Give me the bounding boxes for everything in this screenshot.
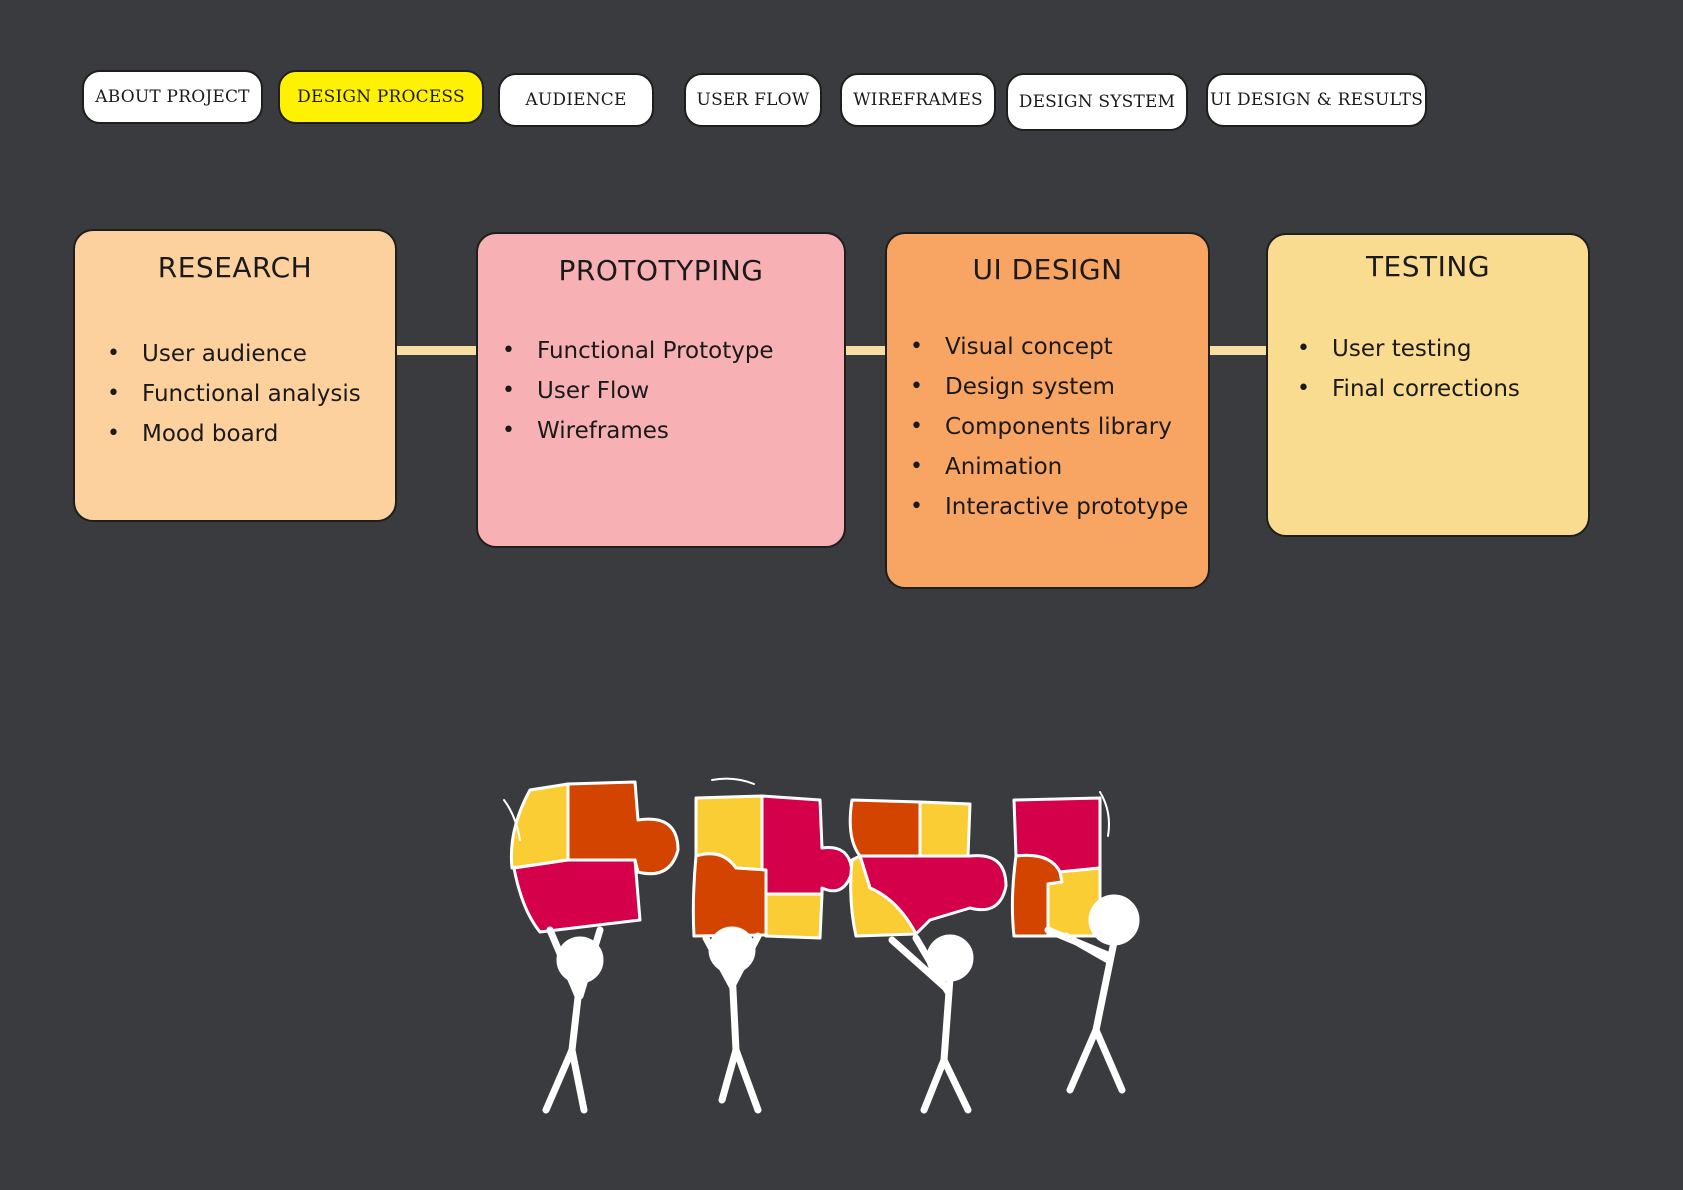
tab-wireframes[interactable]: WIREFRAMES (840, 73, 996, 127)
prototyping-list: Functional Prototype User Flow Wireframe… (502, 331, 774, 451)
testing-title: TESTING (1365, 250, 1491, 283)
tab-design-process[interactable]: DESIGN PROCESS (278, 70, 484, 124)
puzzle-piece-group-2 (691, 794, 854, 940)
list-item: Wireframes (502, 411, 774, 451)
connector-research-prototyping (395, 346, 477, 355)
testing-card: TESTING User testing Final corrections (1266, 233, 1590, 537)
tab-user-flow[interactable]: USER FLOW (684, 73, 822, 127)
list-item: Components library (910, 407, 1188, 447)
puzzle-piece-group-3 (848, 798, 1008, 938)
connector-prototyping-ui-design (845, 346, 888, 355)
research-card: RESEARCH User audience Functional analys… (73, 229, 397, 522)
list-item: Final corrections (1297, 369, 1520, 409)
puzzle-piece-group-1 (509, 780, 680, 934)
research-title: RESEARCH (157, 251, 313, 284)
stick-figures (542, 894, 1140, 1114)
motion-lines (503, 777, 1110, 841)
tab-ui-design-results[interactable]: UI DESIGN & RESULTS (1206, 73, 1427, 127)
list-item: Animation (910, 447, 1188, 487)
tab-design-system[interactable]: DESIGN SYSTEM (1006, 73, 1188, 131)
list-item: Functional analysis (107, 374, 361, 414)
ui-design-card: UI DESIGN Visual concept Design system C… (885, 232, 1210, 589)
list-item: Functional Prototype (502, 331, 774, 371)
list-item: User Flow (502, 371, 774, 411)
puzzle-team-illustration (503, 777, 1140, 1114)
prototyping-title: PROTOTYPING (558, 254, 764, 287)
list-item: User testing (1297, 329, 1520, 369)
tab-audience[interactable]: AUDIENCE (498, 73, 654, 127)
list-item: Interactive prototype (910, 487, 1188, 527)
list-item: Design system (910, 367, 1188, 407)
ui-design-list: Visual concept Design system Components … (910, 327, 1188, 527)
list-item: Mood board (107, 414, 361, 454)
prototyping-card: PROTOTYPING Functional Prototype User Fl… (476, 232, 846, 548)
tab-about-project[interactable]: ABOUT PROJECT (82, 70, 263, 124)
list-item: Visual concept (910, 327, 1188, 367)
connector-ui-design-testing (1208, 346, 1270, 355)
testing-list: User testing Final corrections (1297, 329, 1520, 409)
ui-design-title: UI DESIGN (972, 253, 1123, 286)
list-item: User audience (107, 334, 361, 374)
puzzle-piece-group-4 (1010, 796, 1102, 938)
research-list: User audience Functional analysis Mood b… (107, 334, 361, 454)
